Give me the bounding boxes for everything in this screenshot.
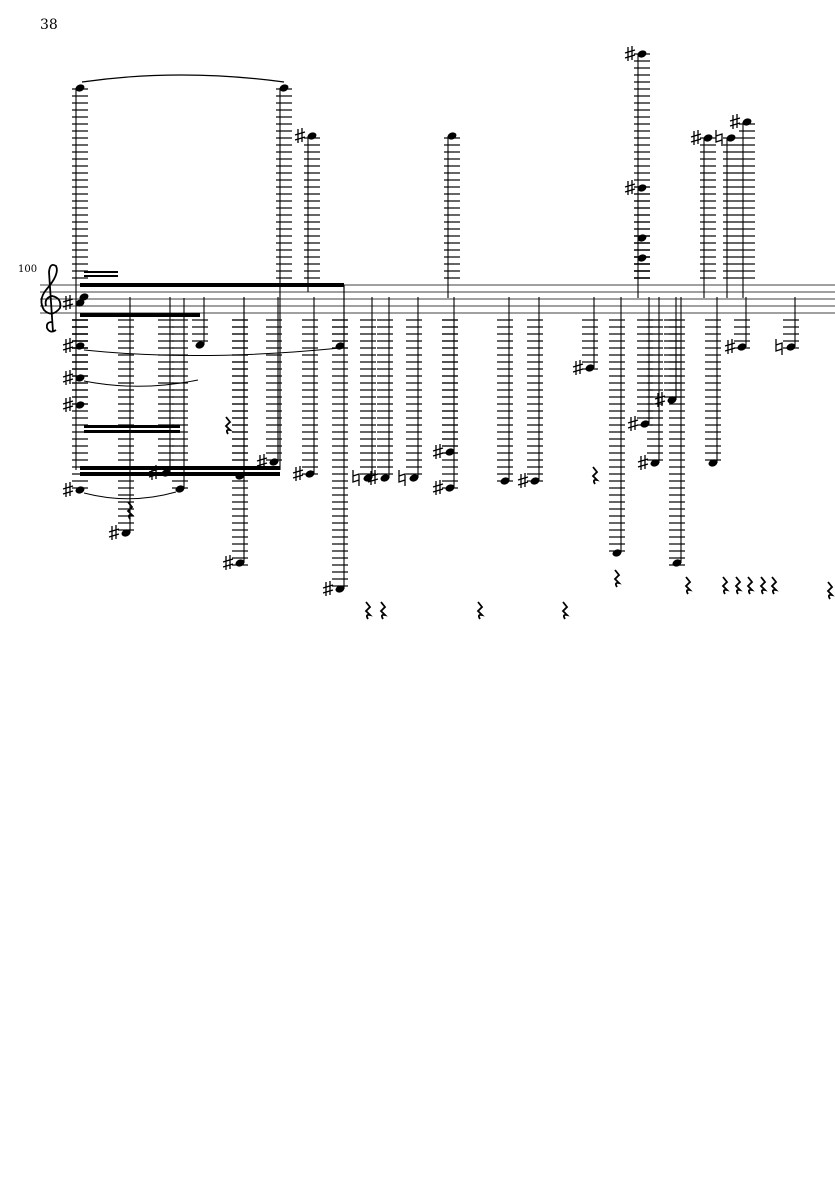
notehead <box>737 343 747 351</box>
sharp-icon <box>322 581 334 596</box>
notehead <box>726 134 736 142</box>
notehead <box>637 184 647 192</box>
notehead <box>235 559 245 567</box>
notehead <box>585 364 595 372</box>
tie <box>83 347 341 357</box>
quarter-rest-icon <box>684 576 693 595</box>
notehead <box>703 134 713 142</box>
sharp-icon <box>294 128 306 143</box>
quarter-rest-icon <box>591 466 600 485</box>
sharp-icon <box>627 416 639 431</box>
quarter-rest-icon <box>126 501 135 520</box>
notehead <box>637 234 647 242</box>
notehead <box>445 448 455 456</box>
beam <box>80 472 280 476</box>
notehead <box>279 84 289 92</box>
sharp-icon <box>724 339 736 354</box>
quarter-rest-icon <box>734 576 743 595</box>
sharp-icon <box>292 466 304 481</box>
tie <box>81 74 285 83</box>
sharp-icon <box>62 482 74 497</box>
sharp-icon <box>222 555 234 570</box>
page-number: 38 <box>40 17 58 33</box>
sharp-icon <box>432 480 444 495</box>
notehead <box>121 529 131 537</box>
notehead <box>175 485 185 493</box>
sharp-icon <box>62 370 74 385</box>
natural-icon <box>775 339 783 355</box>
quarter-rest-icon <box>746 576 755 595</box>
quarter-rest-icon <box>770 576 779 595</box>
quarter-rest-icon <box>476 601 485 620</box>
notehead <box>307 132 317 140</box>
notehead <box>445 484 455 492</box>
quarter-rest-icon <box>379 601 388 620</box>
notehead <box>447 132 457 140</box>
notehead <box>672 559 682 567</box>
notehead <box>75 401 85 409</box>
beam <box>84 271 118 273</box>
sharp-icon <box>517 473 529 488</box>
notehead <box>612 549 622 557</box>
notehead <box>380 474 390 482</box>
sharp-icon <box>624 46 636 61</box>
notehead <box>75 299 85 307</box>
sharp-icon <box>256 454 268 469</box>
notehead <box>335 585 345 593</box>
notehead <box>75 84 85 92</box>
notehead <box>79 293 89 301</box>
tie <box>83 491 177 500</box>
tie <box>83 379 199 387</box>
notehead <box>75 486 85 494</box>
notehead <box>269 458 279 466</box>
natural-icon <box>352 470 360 486</box>
notehead <box>742 118 752 126</box>
quarter-rest-icon <box>364 601 373 620</box>
beam <box>80 313 200 317</box>
notehead <box>500 477 510 485</box>
quarter-rest-icon <box>561 601 570 620</box>
sharp-icon <box>637 455 649 470</box>
notehead <box>530 477 540 485</box>
sharp-icon <box>572 360 584 375</box>
beam <box>84 430 180 433</box>
beam <box>84 275 118 277</box>
notehead <box>650 459 660 467</box>
notehead <box>637 50 647 58</box>
sharp-icon <box>690 130 702 145</box>
notehead <box>637 254 647 262</box>
quarter-rest-icon <box>613 569 622 588</box>
sharp-icon <box>62 397 74 412</box>
quarter-rest-icon <box>826 581 835 600</box>
sharp-icon <box>62 338 74 353</box>
natural-icon <box>715 130 723 146</box>
notehead <box>640 420 650 428</box>
sharp-icon <box>654 392 666 407</box>
quarter-rest-icon <box>721 576 730 595</box>
notehead <box>305 470 315 478</box>
notehead <box>667 396 677 404</box>
treble-clef-icon <box>40 263 62 333</box>
sharp-icon <box>624 180 636 195</box>
beam <box>84 425 180 428</box>
sharp-icon <box>367 470 379 485</box>
beam <box>80 466 280 470</box>
natural-icon <box>398 470 406 486</box>
sharp-icon <box>108 525 120 540</box>
sharp-icon <box>62 295 74 310</box>
notehead <box>195 341 205 349</box>
measure-number: 100 <box>18 264 38 275</box>
notehead <box>786 343 796 351</box>
notehead <box>708 459 718 467</box>
sharp-icon <box>432 444 444 459</box>
beam <box>80 283 344 287</box>
quarter-rest-icon <box>759 576 768 595</box>
sharp-icon <box>729 114 741 129</box>
quarter-rest-icon <box>224 416 233 435</box>
notehead <box>409 474 419 482</box>
